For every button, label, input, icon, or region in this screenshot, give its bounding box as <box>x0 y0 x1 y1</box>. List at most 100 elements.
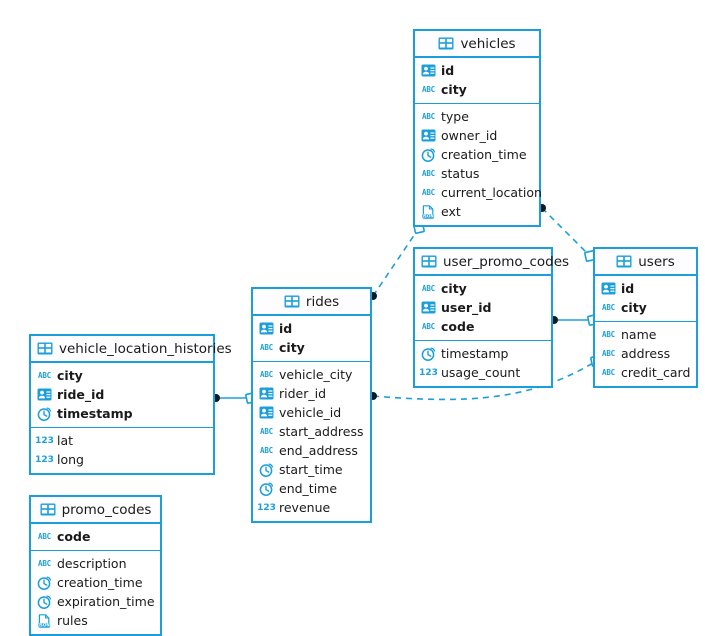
column-name: long <box>57 452 84 467</box>
column-name: address <box>621 346 671 361</box>
primary-key-row[interactable]: id <box>415 61 539 80</box>
column-name: vehicle_id <box>279 405 342 420</box>
column-name: ext <box>441 204 461 219</box>
primary-key-row[interactable]: ABC city <box>253 338 370 357</box>
primary-key-row[interactable]: ABC code <box>415 317 551 336</box>
column-name: timestamp <box>441 346 509 361</box>
column-row[interactable]: expiration_time <box>31 592 160 611</box>
column-row[interactable]: creation_time <box>31 573 160 592</box>
abc-string-type-icon: ABC <box>422 322 435 331</box>
table-grid-icon <box>37 342 53 356</box>
table-title: promo_codes <box>61 501 152 518</box>
column-name: owner_id <box>441 128 498 143</box>
column-name: city <box>621 300 647 315</box>
column-row[interactable]: owner_id <box>415 126 539 145</box>
primary-key-row[interactable]: id <box>595 279 696 298</box>
table-header-user_promo_codes[interactable]: user_promo_codes <box>415 249 569 276</box>
id-card-type-icon <box>259 386 274 401</box>
column-row[interactable]: start_time <box>253 460 370 479</box>
numeric-type-icon: 123 <box>257 502 276 513</box>
primary-key-row[interactable]: id <box>253 319 370 338</box>
abc-string-type-icon: ABC <box>38 559 51 568</box>
column-row[interactable]: rider_id <box>253 384 370 403</box>
column-name: city <box>279 340 305 355</box>
column-name: timestamp <box>57 406 133 421</box>
column-row[interactable]: end_time <box>253 479 370 498</box>
primary-key-row[interactable]: ride_id <box>31 385 213 404</box>
column-name: city <box>441 281 467 296</box>
clock-timestamp-type-icon <box>421 346 436 361</box>
numeric-type-icon: 123 <box>35 454 54 465</box>
abc-string-type-icon: ABC <box>602 330 615 339</box>
clock-timestamp-type-icon <box>37 575 52 590</box>
column-name: end_time <box>279 481 338 496</box>
column-name: creation_time <box>441 147 527 162</box>
column-name: code <box>441 319 475 334</box>
table-header-vehicles[interactable]: vehicles <box>415 31 539 58</box>
primary-key-row[interactable]: ABC city <box>595 298 696 317</box>
column-name: status <box>441 166 480 181</box>
table-title: rides <box>305 293 340 310</box>
column-row[interactable]: ABC description <box>31 554 160 573</box>
table-header-users[interactable]: users <box>595 249 696 276</box>
abc-string-type-icon: ABC <box>602 303 615 312</box>
table-header-promo_codes[interactable]: promo_codes <box>31 497 160 524</box>
abc-string-type-icon: ABC <box>422 169 435 178</box>
clock-timestamp-type-icon <box>259 462 274 477</box>
svg-text:JSON: JSON <box>421 213 434 218</box>
column-row[interactable]: creation_time <box>415 145 539 164</box>
primary-key-row[interactable]: timestamp <box>31 404 213 423</box>
id-card-type-icon <box>421 300 436 315</box>
column-name: city <box>441 82 467 97</box>
id-card-type-icon <box>259 321 274 336</box>
json-type-icon: JSON <box>421 204 436 219</box>
column-name: ride_id <box>57 387 105 402</box>
column-name: description <box>57 556 127 571</box>
column-name: vehicle_city <box>279 367 353 382</box>
column-name: usage_count <box>441 365 521 380</box>
column-row[interactable]: ABC status <box>415 164 539 183</box>
table-header-vehicle_location_histories[interactable]: vehicle_location_histories <box>31 336 232 363</box>
primary-key-row[interactable]: user_id <box>415 298 551 317</box>
abc-string-type-icon: ABC <box>602 349 615 358</box>
column-row[interactable]: vehicle_id <box>253 403 370 422</box>
table-header-rides[interactable]: rides <box>253 289 370 316</box>
table-grid-icon <box>616 255 632 269</box>
column-name: id <box>621 281 635 296</box>
column-row[interactable]: ABC address <box>595 344 696 363</box>
column-name: type <box>441 109 469 124</box>
abc-string-type-icon: ABC <box>260 343 273 352</box>
column-row[interactable]: timestamp <box>415 344 551 363</box>
column-row[interactable]: JSON ext <box>415 202 539 221</box>
column-name: code <box>57 529 91 544</box>
